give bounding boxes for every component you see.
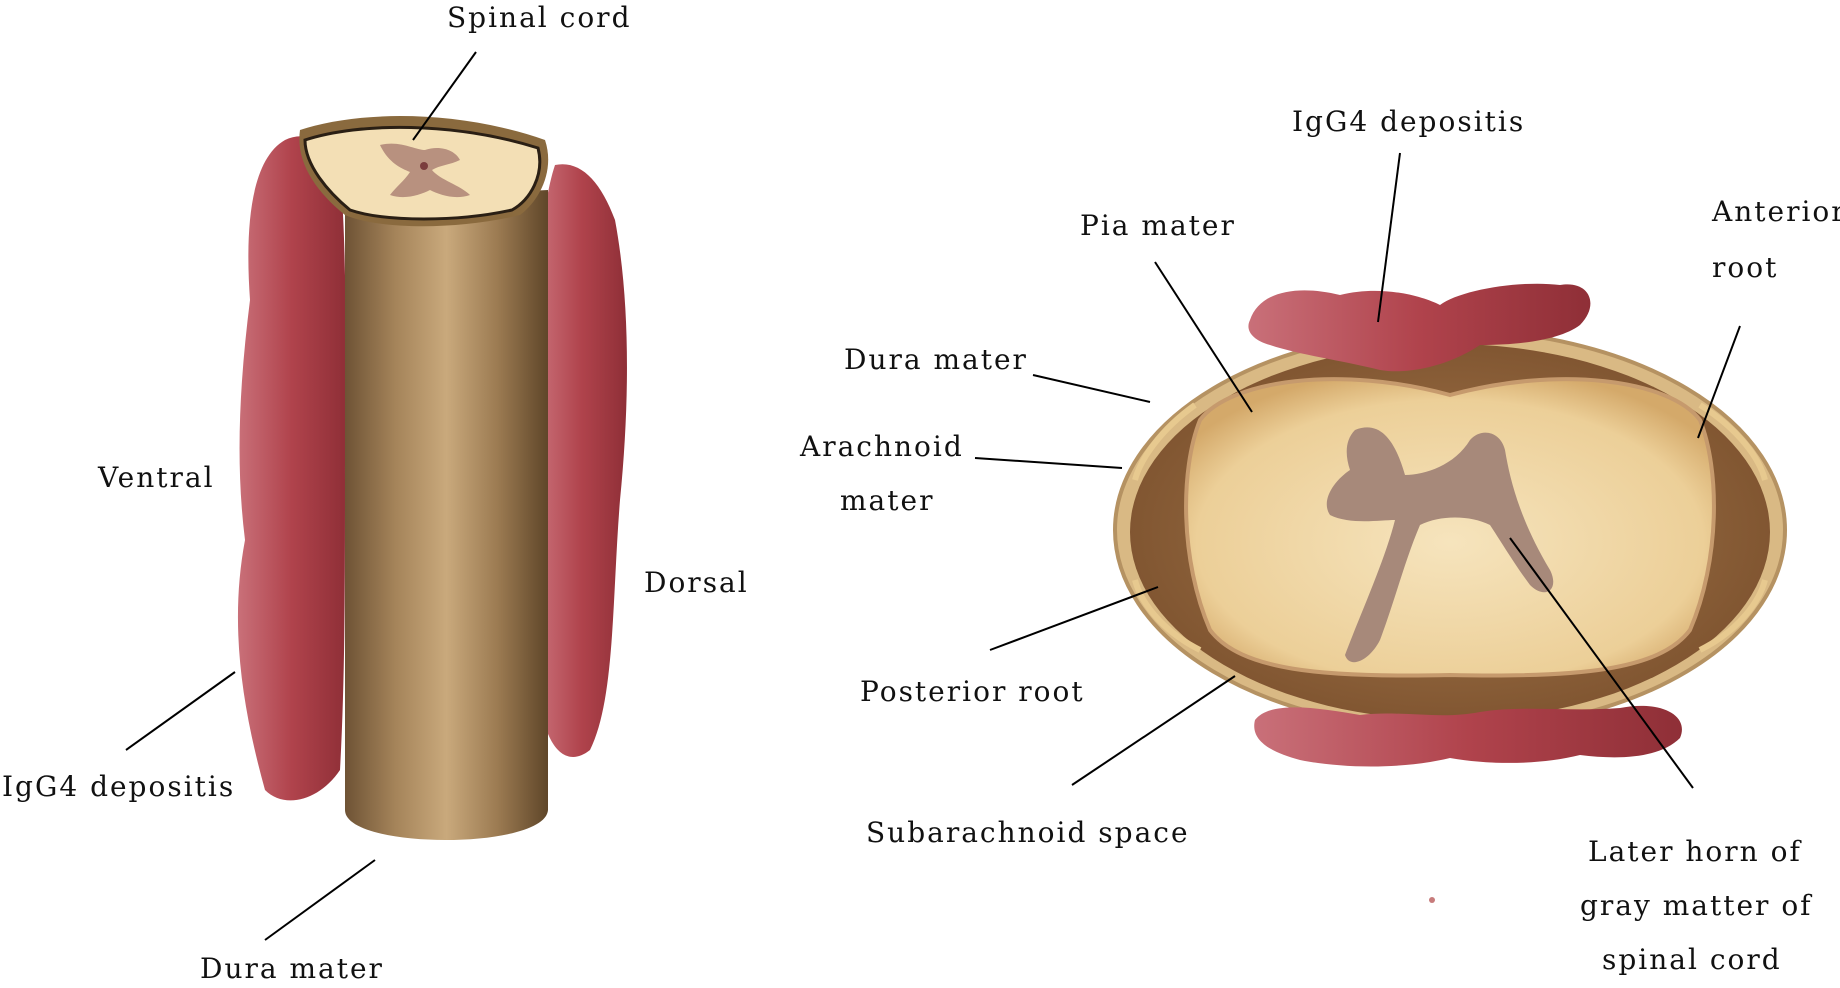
leader-arachnoid bbox=[974, 457, 1123, 469]
leader-spinal-cord bbox=[412, 51, 477, 141]
leader-posterior-root bbox=[989, 586, 1159, 651]
label-pia-mater: Pia mater bbox=[1080, 209, 1236, 242]
posterior-root-right bbox=[1698, 579, 1768, 653]
gray-matter bbox=[1326, 427, 1554, 663]
igg4-deposit-top bbox=[1248, 283, 1591, 372]
label-lateral-horn-3: spinal cord bbox=[1602, 943, 1782, 976]
label-spinal-cord: Spinal cord bbox=[447, 1, 632, 34]
igg4-deposit-ventral bbox=[237, 136, 346, 801]
label-lateral-horn-1: Later horn of bbox=[1588, 835, 1802, 868]
label-lateral-horn-2: gray matter of bbox=[1580, 889, 1813, 922]
dura-cylinder bbox=[345, 190, 548, 840]
label-posterior-root: Posterior root bbox=[860, 675, 1085, 708]
label-anterior-root-1: Anterior bbox=[1712, 195, 1840, 228]
leader-dura-right bbox=[1032, 374, 1151, 403]
central-canal-top bbox=[420, 162, 428, 170]
label-arachnoid-2: mater bbox=[840, 484, 935, 517]
anterior-root-left bbox=[1132, 402, 1197, 481]
small-dot bbox=[1429, 897, 1435, 903]
label-igg4-left: IgG4 depositis bbox=[2, 770, 236, 803]
label-dura-mater-left: Dura mater bbox=[200, 952, 384, 985]
leader-subarachnoid bbox=[1071, 675, 1236, 786]
leader-lateral-horn bbox=[1509, 537, 1694, 789]
posterior-root-left bbox=[1132, 579, 1202, 653]
label-arachnoid-1: Arachnoid bbox=[800, 430, 964, 463]
label-ventral: Ventral bbox=[98, 461, 215, 494]
leader-igg4-left bbox=[125, 671, 236, 751]
gray-matter-top bbox=[380, 143, 470, 198]
igg4-deposit-bottom bbox=[1254, 705, 1682, 767]
leader-lines bbox=[125, 51, 1741, 941]
igg4-deposit-dorsal bbox=[535, 164, 627, 757]
label-subarachnoid: Subarachnoid space bbox=[866, 816, 1190, 849]
label-dura-mater-right: Dura mater bbox=[844, 343, 1028, 376]
anterior-root-right bbox=[1698, 402, 1768, 481]
leader-anterior-root bbox=[1697, 325, 1741, 439]
spinal-cord-cross-section bbox=[1184, 377, 1716, 678]
label-dorsal: Dorsal bbox=[644, 566, 749, 599]
label-igg4-right: IgG4 depositis bbox=[1292, 105, 1526, 138]
leader-dura-left bbox=[264, 859, 376, 941]
label-anterior-root-2: root bbox=[1712, 251, 1779, 284]
leader-igg4-right bbox=[1377, 152, 1401, 323]
leader-pia bbox=[1154, 261, 1253, 413]
